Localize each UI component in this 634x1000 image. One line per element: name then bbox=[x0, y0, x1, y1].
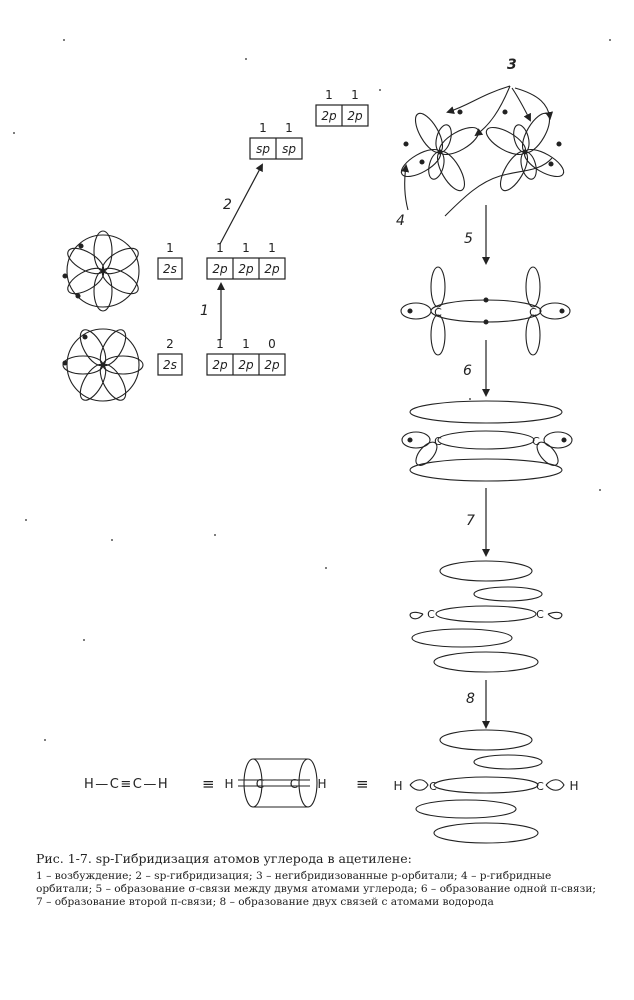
equiv-sign-1: ≡ bbox=[202, 775, 215, 793]
caption-item: 7 – образование второй π-связи; bbox=[36, 896, 217, 909]
step-1-arrow: 1 bbox=[200, 282, 225, 340]
excited-p1-label: 2p bbox=[212, 262, 228, 276]
ground-p-boxes bbox=[206, 353, 286, 376]
caption-title: Рис. 1-7. sp-Гибридизация атомов углерод… bbox=[36, 851, 412, 866]
caption-item: 4 – p-гибридные орбитали; bbox=[36, 870, 552, 896]
excited-p-boxes bbox=[206, 257, 286, 280]
unhyb-p2-label: 2p bbox=[347, 109, 363, 123]
hybrid-state-configuration: 1 1 sp sp bbox=[249, 121, 303, 160]
unhyb-p1-label: 2p bbox=[321, 109, 337, 123]
step-7-arrow: 7 bbox=[466, 488, 490, 557]
excited-s-label: 2s bbox=[163, 262, 177, 276]
step-5-label: 5 bbox=[464, 231, 473, 247]
ground-p1-count: 1 bbox=[216, 337, 224, 351]
caption-item: 6 – образование одной π-связи; bbox=[420, 883, 596, 896]
final-c-right: C bbox=[536, 780, 544, 793]
step-2-label: 2 bbox=[223, 197, 232, 213]
pi1-c-right: C bbox=[532, 435, 540, 448]
step-6-arrow: 6 bbox=[463, 340, 490, 397]
ground-p2-count: 1 bbox=[242, 337, 250, 351]
ground-s-box bbox=[157, 353, 183, 376]
unhybridized-state-configuration: 1 1 2p 2p bbox=[315, 88, 369, 127]
cylinder-c-left: C bbox=[256, 777, 264, 791]
final-h-left: H bbox=[393, 779, 402, 793]
equiv-sign-2: ≡ bbox=[356, 775, 369, 793]
sp2-label: sp bbox=[282, 142, 296, 156]
unhyb-p1-count: 1 bbox=[325, 88, 333, 102]
ground-s-count: 2 bbox=[166, 337, 174, 351]
ground-p1-label: 2p bbox=[212, 358, 228, 372]
first-pi-bond-picture bbox=[401, 400, 573, 482]
cylinder-h-right: H bbox=[317, 777, 326, 791]
cylinder-model bbox=[238, 758, 318, 808]
step-4-label: 4 bbox=[396, 213, 405, 229]
pi1-c-left: C bbox=[434, 435, 442, 448]
ground-p2-label: 2p bbox=[238, 358, 254, 372]
caption-item: 1 – возбуждение; bbox=[36, 870, 133, 882]
ground-carbon-orbital-picture bbox=[62, 328, 144, 402]
unhyb-p2-count: 1 bbox=[351, 88, 359, 102]
step-7-label: 7 bbox=[466, 513, 475, 529]
caption-item: 5 – образование σ-связи между двумя атом… bbox=[95, 883, 418, 896]
cylinder-c-right: C bbox=[290, 777, 298, 791]
step-3-label: 3 bbox=[507, 57, 517, 73]
cylinder-h-left: H bbox=[224, 777, 233, 791]
step-8-label: 8 bbox=[466, 691, 475, 707]
sigma-c-right: C bbox=[529, 306, 537, 319]
caption-legend: 1 – возбуждение; 2 – sp-гибридизация; 3 … bbox=[36, 870, 606, 910]
excited-s-box bbox=[157, 257, 183, 280]
print-specks bbox=[13, 39, 611, 741]
excited-p3-count: 1 bbox=[268, 241, 276, 255]
excited-p1-count: 1 bbox=[216, 241, 224, 255]
step-2-arrow: 2 bbox=[219, 163, 263, 245]
caption-item: 2 – sp-гибридизация; bbox=[135, 870, 253, 882]
final-acetylene-picture bbox=[409, 729, 565, 844]
caption-item: 3 – негибридизованные p-орбитали; bbox=[255, 870, 458, 882]
structural-formula: H—C≡C—H bbox=[84, 777, 169, 792]
excited-carbon-orbital-picture bbox=[62, 230, 140, 312]
ground-p3-label: 2p bbox=[264, 358, 280, 372]
excited-p3-label: 2p bbox=[264, 262, 280, 276]
second-pi-bond-picture bbox=[409, 560, 563, 673]
final-h-right: H bbox=[569, 779, 578, 793]
figure-caption: Рис. 1-7. sp-Гибридизация атомов углерод… bbox=[36, 851, 606, 910]
excited-s-count: 1 bbox=[166, 241, 174, 255]
excited-state-configuration: 1 2s 1 1 1 2p 2p 2p bbox=[157, 241, 286, 280]
step-5-arrow: 5 bbox=[464, 205, 490, 265]
sp1-label: sp bbox=[256, 142, 270, 156]
ground-state-configuration: 2 2s 1 1 0 2p 2p 2p bbox=[157, 337, 286, 376]
pi2-c-left: C bbox=[427, 608, 435, 621]
pi2-c-right: C bbox=[536, 608, 544, 621]
step-1-label: 1 bbox=[200, 303, 209, 319]
step-6-label: 6 bbox=[463, 363, 472, 379]
excited-p2-label: 2p bbox=[238, 262, 254, 276]
final-c-left: C bbox=[429, 780, 437, 793]
sp2-count: 1 bbox=[285, 121, 293, 135]
ground-s-label: 2s bbox=[163, 358, 177, 372]
sigma-bond-picture bbox=[400, 266, 571, 356]
sp1-count: 1 bbox=[259, 121, 267, 135]
unhybridized-p-orbitals-picture bbox=[400, 85, 565, 217]
ground-p3-count: 0 bbox=[268, 337, 276, 351]
excited-p2-count: 1 bbox=[242, 241, 250, 255]
sigma-c-left: C bbox=[434, 306, 442, 319]
caption-item: 8 – образование двух связей с атомами во… bbox=[219, 896, 494, 909]
step-8-arrow: 8 bbox=[466, 680, 490, 729]
